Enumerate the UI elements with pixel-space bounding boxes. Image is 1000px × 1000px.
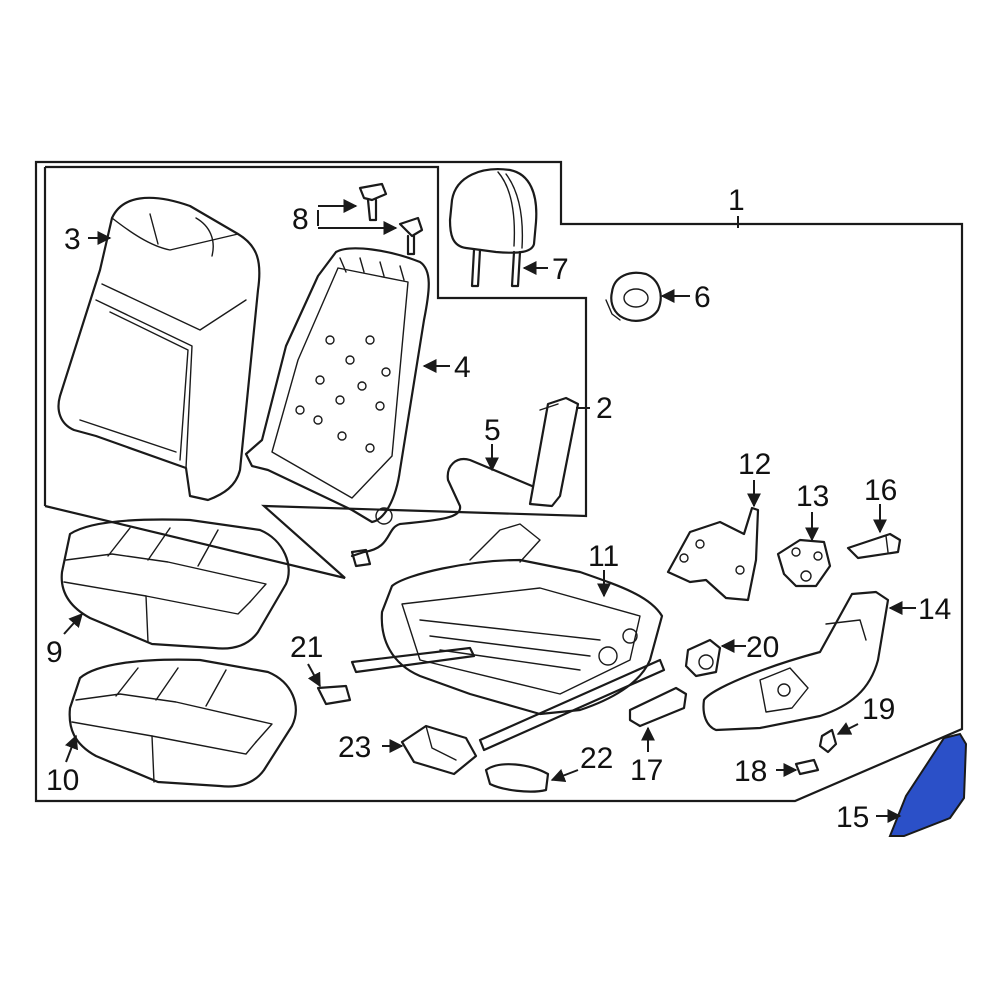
clip-18-part	[794, 758, 820, 776]
side-shield-part	[702, 590, 890, 732]
cushion-cover-part	[60, 518, 290, 650]
callout-15: 15	[836, 801, 869, 834]
callout-22: 22	[580, 742, 613, 775]
seatback-cover-part	[57, 196, 261, 502]
clip-19-part	[818, 728, 838, 754]
headrest-guide-part	[605, 271, 662, 322]
callout-6: 6	[694, 281, 711, 314]
callout-8: 8	[292, 203, 309, 236]
callout-21: 21	[290, 631, 323, 664]
callout-18: 18	[734, 755, 767, 788]
bolts-part	[358, 182, 424, 256]
seat-switch-part	[684, 638, 722, 678]
callout-9: 9	[46, 636, 63, 669]
callout-13: 13	[796, 480, 829, 513]
track-cover-part	[628, 686, 688, 728]
callout-17: 17	[630, 754, 663, 787]
callout-10: 10	[46, 764, 79, 797]
cushion-pad-part	[68, 658, 297, 788]
callout-4: 4	[454, 351, 471, 384]
wire-harness-part	[350, 396, 580, 568]
callout-23: 23	[338, 731, 371, 764]
callout-19: 19	[862, 693, 895, 726]
callout-14: 14	[918, 593, 951, 626]
seatback-frame-part	[244, 247, 430, 525]
switch-knob-part	[846, 532, 902, 560]
callout-16: 16	[864, 474, 897, 507]
callout-2: 2	[596, 392, 613, 425]
control-module-part	[400, 724, 478, 776]
trim-cover-15-highlighted	[888, 732, 968, 837]
mounting-plate-part	[776, 538, 832, 588]
bracket-21-part	[316, 684, 352, 706]
cover-plate-22-part	[484, 763, 550, 793]
callout-3: 3	[64, 223, 81, 256]
callout-12: 12	[738, 448, 771, 481]
assembly-frame-outline	[34, 160, 964, 803]
leader-lines	[63, 199, 916, 823]
recliner-bracket-part	[666, 506, 760, 602]
headrest-part	[448, 168, 538, 288]
seat-track-frame-part	[350, 523, 666, 752]
callout-5: 5	[484, 414, 501, 447]
callout-7: 7	[552, 253, 569, 286]
callout-11: 11	[588, 540, 619, 573]
callout-20: 20	[746, 631, 779, 664]
callout-1: 1	[728, 184, 745, 217]
